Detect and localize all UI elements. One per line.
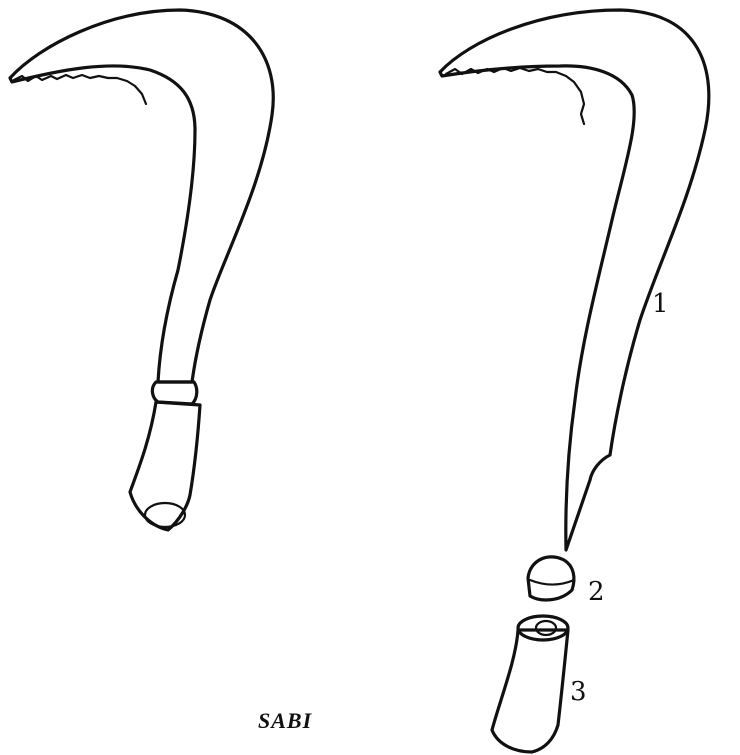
exploded-blade-serration xyxy=(446,68,584,124)
label-blade: 1 xyxy=(652,289,669,319)
exploded-handle xyxy=(492,630,568,752)
exploded-blade xyxy=(440,10,709,550)
exploded-ferrule xyxy=(528,557,574,600)
assembled-handle xyxy=(130,402,200,530)
exploded-handle-hole xyxy=(536,621,556,635)
figure-caption: SABI xyxy=(258,708,312,734)
exploded-handle-socket xyxy=(518,616,568,640)
exploded-ferrule-band xyxy=(530,580,574,585)
assembled-blade xyxy=(10,10,273,382)
assembled-sickle xyxy=(10,10,273,530)
label-ferrule: 2 xyxy=(588,577,605,607)
assembled-blade-serration xyxy=(14,75,146,104)
assembled-handle-end xyxy=(145,503,185,527)
label-handle: 3 xyxy=(570,677,587,707)
exploded-sickle xyxy=(440,10,709,752)
